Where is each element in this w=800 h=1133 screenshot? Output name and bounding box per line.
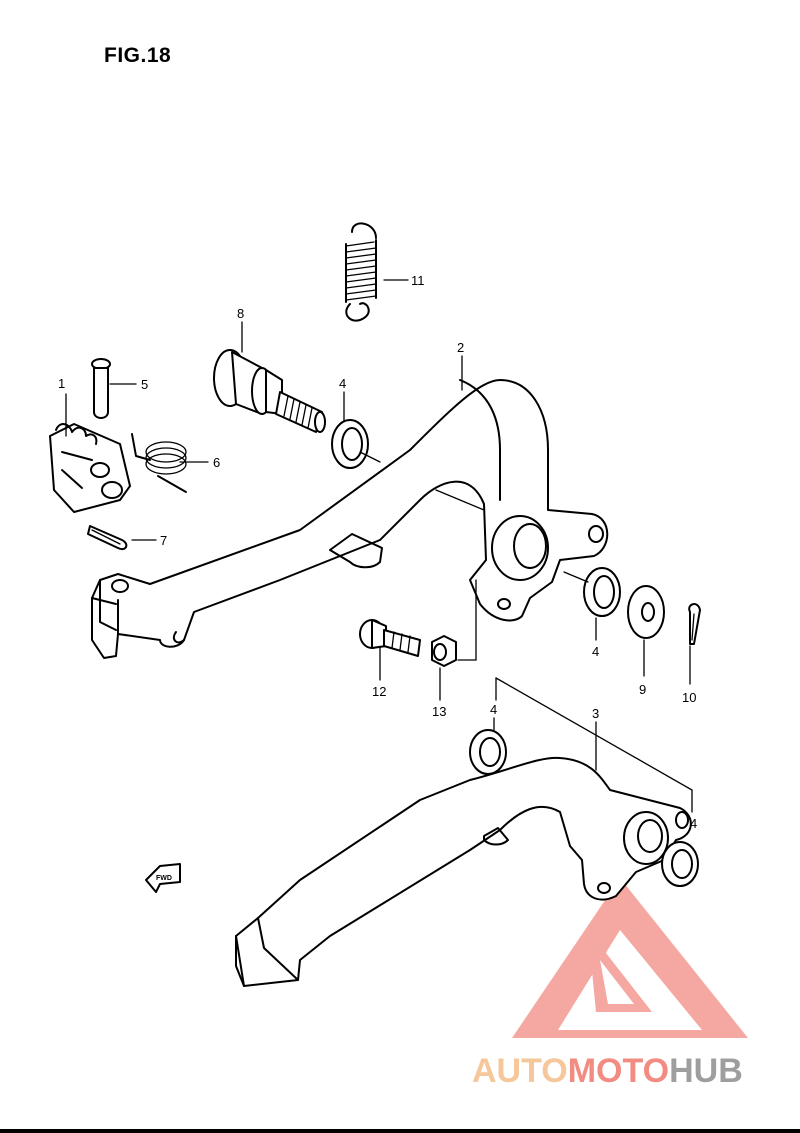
part-1-clevis: [49, 423, 131, 513]
part-9-washer: [627, 585, 665, 639]
fwd-direction-marker: FWD: [145, 863, 181, 893]
part-3-brake-pedal-lower: [235, 756, 692, 987]
part-5-pin: [91, 358, 111, 419]
callout-8: 8: [237, 306, 244, 321]
part-4-oil-seal-top: [331, 419, 369, 469]
watermark-auto: AUTO: [472, 1052, 568, 1090]
fwd-label: FWD: [156, 875, 172, 882]
callout-1: 1: [58, 376, 65, 391]
callout-4-lower: 4: [490, 702, 497, 717]
part-2-brake-pedal: [91, 379, 609, 659]
part-7-cotter-pin: [87, 525, 128, 550]
leader-lines: [65, 279, 693, 813]
callout-12: 12: [372, 684, 386, 699]
callout-3: 3: [592, 706, 599, 721]
callout-11: 11: [411, 273, 425, 288]
part-11-spring: [345, 222, 377, 322]
part-10-cotter-pin: [688, 603, 701, 645]
part-4-oil-seal-lower-right: [661, 841, 699, 887]
part-13-nut: [431, 635, 457, 667]
bottom-border: [0, 1129, 800, 1133]
figure-title: FIG.18: [104, 44, 172, 67]
callout-4-right: 4: [592, 644, 599, 659]
callout-labels: 1 2 3 4 4 4 4 5 6 7 8 9 10 11 12 13: [58, 273, 697, 831]
callout-4-lower-right: 4: [690, 816, 697, 831]
part-6-return-spring: [131, 433, 187, 493]
watermark-logo: [512, 878, 748, 1038]
callout-13: 13: [432, 704, 446, 719]
callout-10: 10: [682, 690, 696, 705]
callout-5: 5: [141, 377, 148, 392]
part-4-oil-seal-right: [583, 567, 621, 617]
callout-6: 6: [213, 455, 220, 470]
watermark-moto: MOTO: [568, 1052, 669, 1090]
callout-4-top: 4: [339, 376, 346, 391]
part-4-oil-seal-lower: [469, 729, 507, 775]
svg-text:AUTOMOTOHUB: AUTOMOTOHUB: [472, 1052, 743, 1090]
callout-2: 2: [457, 340, 464, 355]
part-12-bolt: [359, 619, 421, 657]
watermark-hub: HUB: [669, 1052, 743, 1090]
part-8-pivot-bolt: [213, 349, 326, 433]
watermark-text: AUTOMOTOHUB: [472, 1052, 743, 1090]
callout-7: 7: [160, 533, 167, 548]
callout-9: 9: [639, 682, 646, 697]
